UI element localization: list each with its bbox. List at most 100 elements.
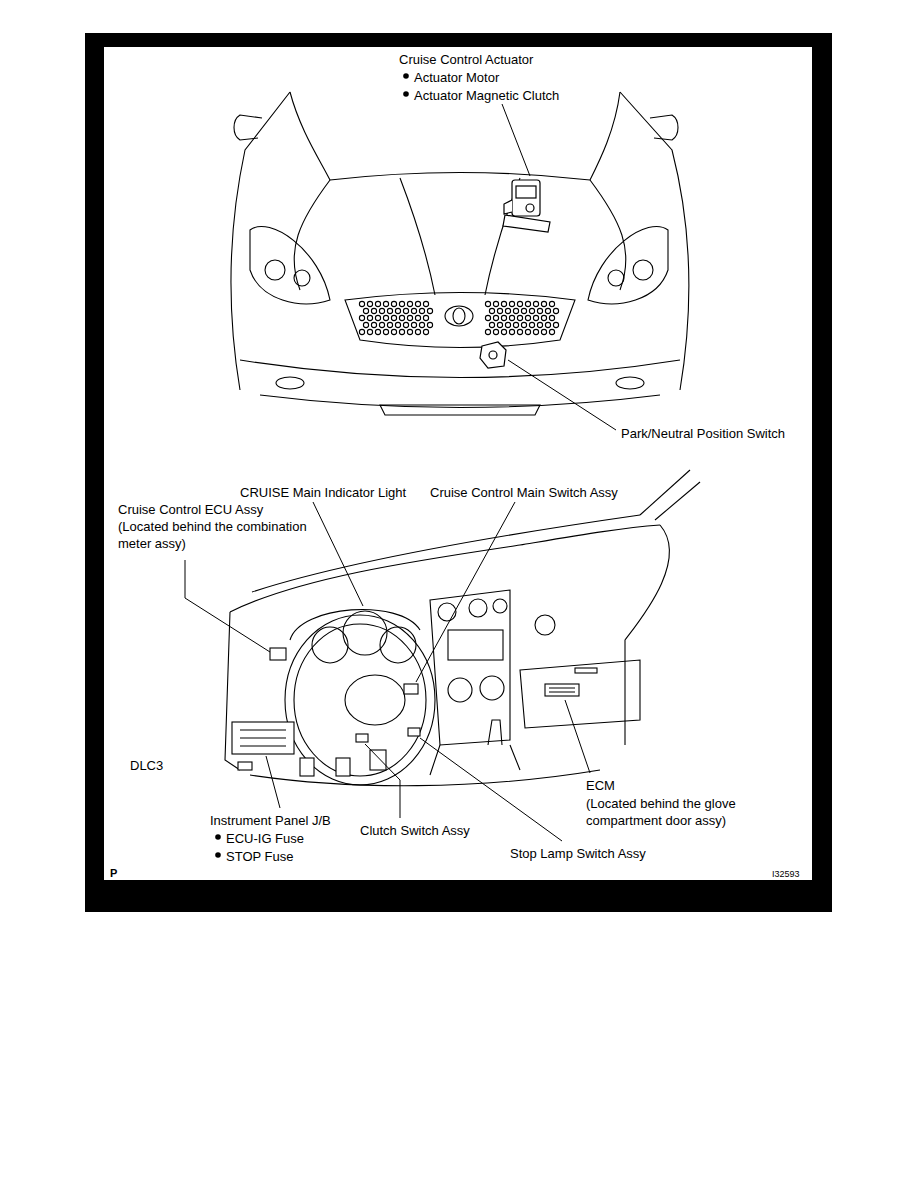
bullet-dot <box>403 91 409 97</box>
dash-parts <box>238 762 252 770</box>
car-front <box>485 329 490 334</box>
frame <box>85 33 832 912</box>
car-front <box>371 308 376 313</box>
page-mark: P <box>110 866 117 880</box>
car-front <box>493 315 498 320</box>
car-front <box>400 178 435 295</box>
car-front <box>545 308 550 313</box>
car-front <box>403 322 408 327</box>
car-front <box>529 322 534 327</box>
car-front <box>359 301 558 334</box>
car-front <box>407 329 412 334</box>
car-front <box>407 315 412 320</box>
car-front <box>383 315 388 320</box>
dash-parts <box>232 722 294 754</box>
car-front <box>505 308 510 313</box>
dashboard <box>430 590 510 745</box>
dashboard <box>448 678 472 702</box>
car-front <box>525 329 530 334</box>
car-front <box>294 180 330 290</box>
car-front <box>290 92 330 180</box>
car-front <box>513 322 518 327</box>
car-front <box>553 322 558 327</box>
dash-parts <box>356 734 368 742</box>
car-front <box>375 301 380 306</box>
car-front <box>497 308 502 313</box>
car-front <box>525 301 530 306</box>
location-note: (Located behind the glove compartment do… <box>586 795 801 829</box>
car-front <box>616 377 644 389</box>
dash-parts <box>336 758 350 776</box>
car-front <box>541 315 546 320</box>
car-front <box>359 315 364 320</box>
car-front <box>633 260 653 280</box>
bullet-dot <box>215 852 221 858</box>
car-front <box>590 180 626 290</box>
car-front <box>509 301 514 306</box>
car-front <box>588 226 668 303</box>
car-front <box>493 301 498 306</box>
car-front <box>294 270 310 286</box>
car-front <box>395 322 400 327</box>
car-front <box>234 115 262 140</box>
car-front <box>620 92 689 390</box>
car-front <box>363 322 368 327</box>
dashboard <box>520 660 640 728</box>
part-label: CRUISE Main Indicator Light <box>240 484 406 501</box>
car-front <box>427 322 432 327</box>
leader-line <box>565 700 590 773</box>
dashboard <box>438 603 456 621</box>
car-front <box>509 329 514 334</box>
car-front <box>489 322 494 327</box>
frame <box>104 47 812 880</box>
part-label: ECM <box>586 777 615 794</box>
car-front <box>553 308 558 313</box>
car-front <box>541 329 546 334</box>
actuator-part <box>516 186 536 198</box>
car-front <box>517 315 522 320</box>
dashboard <box>294 624 426 776</box>
car-front <box>521 308 526 313</box>
car-front <box>485 315 490 320</box>
car-front <box>423 329 428 334</box>
car-front <box>379 308 384 313</box>
dashboard <box>230 525 660 612</box>
car-front <box>231 92 689 415</box>
car-front <box>521 322 526 327</box>
car-front <box>501 329 506 334</box>
car-front <box>453 308 465 324</box>
figure-code: I32593 <box>772 868 800 880</box>
location-note: (Located behind the combination meter as… <box>118 518 323 552</box>
car-front <box>533 315 538 320</box>
car-front <box>517 329 522 334</box>
part-label: Actuator Magnetic Clutch <box>414 87 559 104</box>
car-front <box>445 306 473 326</box>
dashboard <box>575 668 597 673</box>
car-front <box>250 226 330 303</box>
leader-line <box>416 502 515 682</box>
car-front <box>383 301 388 306</box>
car-front <box>391 315 396 320</box>
car-front <box>501 301 506 306</box>
dashboard <box>488 720 502 745</box>
bullet-dot <box>403 73 409 79</box>
car-front <box>423 315 428 320</box>
car-front <box>367 329 372 334</box>
dash-parts <box>408 728 420 736</box>
dashboard <box>252 515 640 592</box>
dash-parts <box>549 688 575 692</box>
car-front <box>375 329 380 334</box>
bullet-dot <box>215 73 409 858</box>
dash-parts <box>404 684 418 694</box>
actuator-part <box>503 215 550 232</box>
dash-parts <box>370 750 386 770</box>
car-front <box>415 329 420 334</box>
actuator-part <box>503 180 550 232</box>
dashboard <box>345 675 405 725</box>
car-front <box>415 315 420 320</box>
actuator-part <box>504 200 512 214</box>
car-front <box>359 301 364 306</box>
car-front <box>545 322 550 327</box>
car-front <box>411 308 416 313</box>
part-label: Park/Neutral Position Switch <box>621 425 785 442</box>
